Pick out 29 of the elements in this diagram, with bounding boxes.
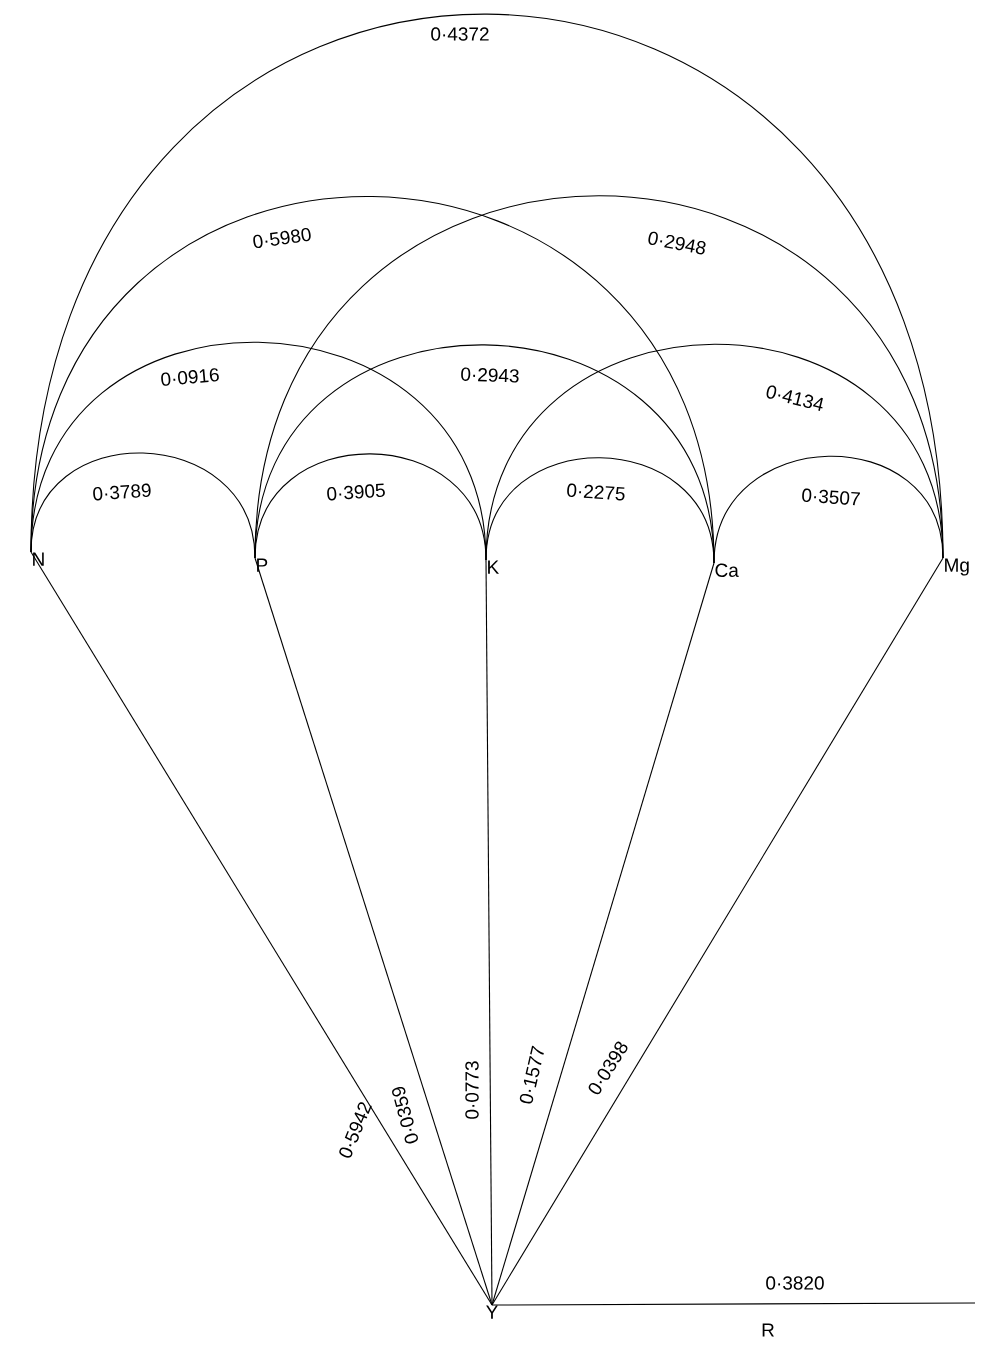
residual-label: R <box>762 1323 774 1337</box>
path-coefficient: 0·3507 <box>802 488 860 506</box>
line <box>485 559 493 1306</box>
path-coefficient: 0·0773 <box>465 1061 479 1119</box>
path-coefficient: 0·2948 <box>648 231 706 255</box>
arc <box>30 196 715 564</box>
node-label: Mg <box>945 558 969 576</box>
node-label: Y <box>486 1305 498 1319</box>
line <box>491 1302 976 1306</box>
path-coefficient: 0·2943 <box>461 367 519 383</box>
path-coefficient: 0·4134 <box>766 385 823 411</box>
arc <box>254 195 944 559</box>
line <box>30 551 493 1306</box>
line <box>491 562 715 1306</box>
arc <box>30 13 944 559</box>
path-coefficient: 0·0916 <box>161 368 219 386</box>
path-coefficient: 0·1577 <box>519 1045 544 1104</box>
path-coefficient: 0·5980 <box>253 227 311 249</box>
path-coefficient: 0·3789 <box>93 483 151 501</box>
node-label: K <box>488 560 499 574</box>
path-coefficient: 0·4372 <box>431 27 489 41</box>
arc <box>485 343 944 561</box>
path-coefficient: 0·0359 <box>392 1086 418 1144</box>
node-label: P <box>257 558 268 572</box>
path-coefficient: 0·2275 <box>567 483 625 501</box>
path-coefficient: 0·3820 <box>766 1276 824 1290</box>
node-label: Ca <box>715 563 739 577</box>
line <box>491 557 944 1306</box>
path-coefficient: 0·3905 <box>327 483 385 501</box>
